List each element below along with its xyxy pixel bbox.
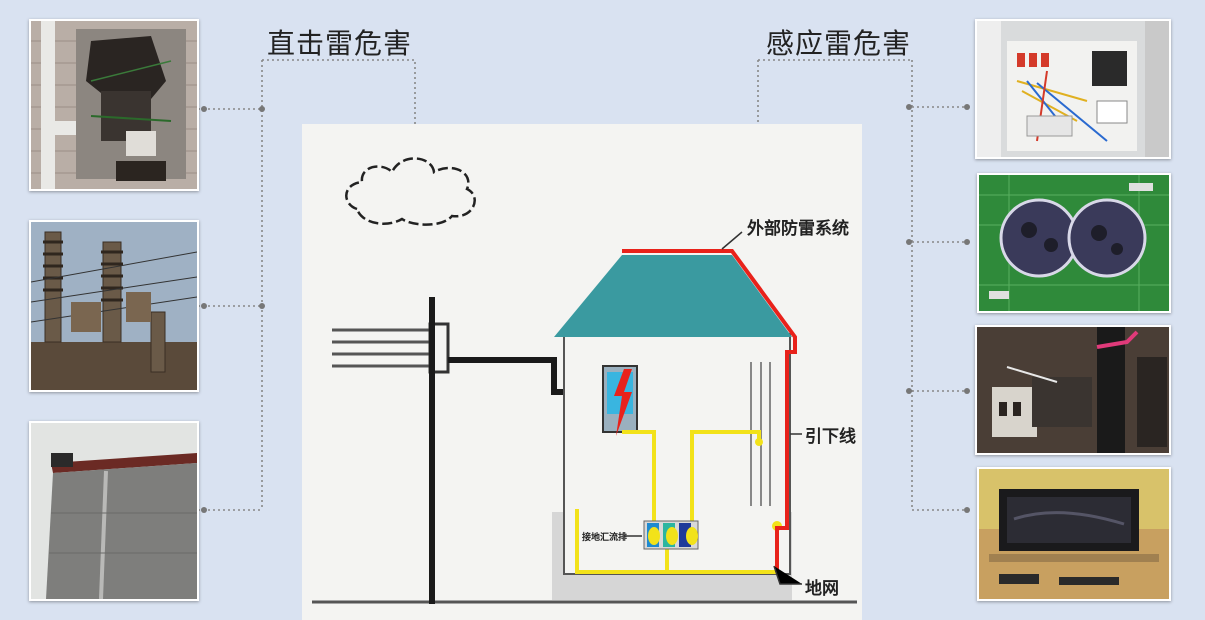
burnt-equipment-photo (977, 467, 1171, 601)
grounding-grid-label: 地网 (805, 578, 839, 599)
down-conductor-label: 引下线 (805, 426, 856, 447)
external-protection-label: 外部防雷系统 (747, 218, 849, 239)
lightning-protection-diagram: 外部防雷系统 引下线 地网 接地汇流排 (302, 124, 862, 620)
damaged-insulators-photo (29, 220, 199, 392)
ground-bus-label: 接地汇流排 (582, 531, 627, 543)
burnt-meter-box-photo (29, 19, 199, 191)
burnt-terminal-block-photo (975, 325, 1171, 455)
damaged-building-wall-photo (29, 421, 199, 601)
burnt-circuit-board-photo (977, 173, 1171, 313)
cloud-icon (345, 157, 476, 226)
lightning-bolt-icon (614, 369, 632, 436)
induced-lightning-heading: 感应雷危害 (766, 27, 912, 60)
distribution-cabinet-photo (975, 19, 1171, 159)
direct-lightning-heading: 直击雷危害 (267, 27, 413, 60)
